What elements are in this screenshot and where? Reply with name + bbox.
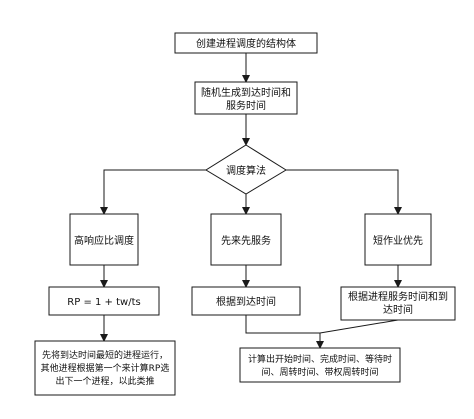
node-by-service-arrival-line-2: 达时间 xyxy=(383,303,413,316)
node-by-service-arrival: 根据进程服务时间和到 达时间 xyxy=(340,286,456,321)
edge-arrival-to-compute xyxy=(245,315,324,349)
node-fcfs-label: 先来先服务 xyxy=(221,234,271,247)
node-random-gen-line-1: 随机生成到达时间和 xyxy=(201,86,291,99)
node-by-service-arrival-line-1: 根据进程服务时间和到 xyxy=(348,290,448,303)
node-hrrn-note-line-2: 其他进程根据第一个来计算RP选 xyxy=(41,362,170,374)
decision-scheduling-algorithm-label: 调度算法 xyxy=(226,164,266,177)
node-hrrn-note: 先将到达时间最短的进程运行， 其他进程根据第一个来计算RP选 出下一个进程，以此… xyxy=(34,340,176,396)
node-rp-formula-label: RP = 1 + tw/ts xyxy=(67,297,140,308)
node-hrrn-note-line-3: 出下一个进程，以此类推 xyxy=(55,375,154,387)
node-sjf: 短作业优先 xyxy=(364,213,432,266)
decision-scheduling-algorithm: 调度算法 xyxy=(205,144,287,195)
node-rp-formula: RP = 1 + tw/ts xyxy=(48,286,160,316)
node-compute-times-line-2: 间、周转时间、带权周转时间 xyxy=(261,366,378,378)
node-compute-times: 计算出开始时间、完成时间、等待时 间、周转时间、带权周转时间 xyxy=(239,347,401,383)
node-hrrn-label: 高响应比调度 xyxy=(74,234,134,247)
node-fcfs: 先来先服务 xyxy=(210,213,282,266)
node-sjf-label: 短作业优先 xyxy=(373,234,423,247)
node-random-gen: 随机生成到达时间和 服务时间 xyxy=(194,81,298,115)
node-compute-times-line-1: 计算出开始时间、完成时间、等待时 xyxy=(248,353,392,365)
node-create-pcb: 创建进程调度的结构体 xyxy=(174,32,318,54)
node-random-gen-line-2: 服务时间 xyxy=(226,99,266,112)
node-create-pcb-label: 创建进程调度的结构体 xyxy=(196,37,296,50)
edge-service-arrival-to-compute xyxy=(319,319,399,334)
edges xyxy=(100,53,402,349)
node-hrrn: 高响应比调度 xyxy=(69,213,139,266)
edge-algorithm-to-sjf xyxy=(286,169,402,215)
edge-algorithm-to-hrrn xyxy=(100,169,206,215)
node-by-arrival-label: 根据到达时间 xyxy=(216,295,276,308)
node-by-arrival: 根据到达时间 xyxy=(191,286,301,316)
node-hrrn-note-line-1: 先将到达时间最短的进程运行， xyxy=(42,349,168,361)
